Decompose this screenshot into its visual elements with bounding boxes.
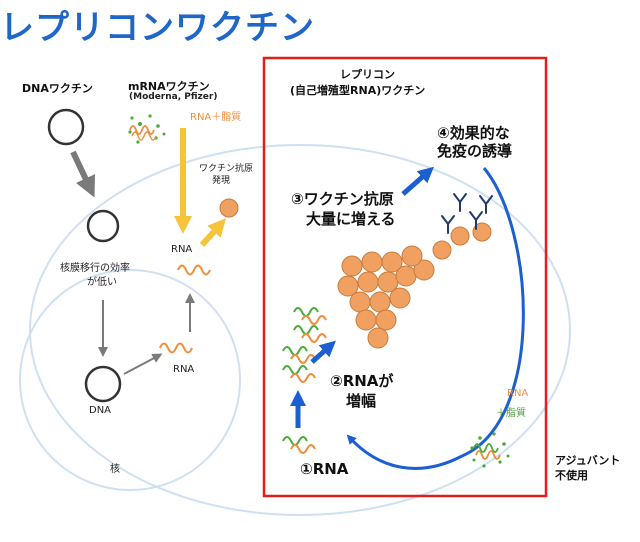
adjuvant-line1: アジュバント bbox=[555, 454, 621, 467]
replicon-rna-step1 bbox=[282, 436, 316, 454]
step3-line1: ③ワクチン抗原 bbox=[291, 190, 394, 208]
mrna-lnp-icon bbox=[128, 114, 166, 144]
dna-vaccine-label: DNAワクチン bbox=[22, 82, 93, 95]
replicon-lnp-icon bbox=[470, 432, 510, 468]
step2-line2: 増幅 bbox=[346, 392, 377, 410]
antigen-expression-line2: 発現 bbox=[212, 176, 231, 186]
nucleus-membrane bbox=[19, 269, 241, 491]
step4-line2: 免疫の誘導 bbox=[437, 142, 513, 160]
dna-entry-arrow bbox=[70, 150, 96, 198]
rna-label-lower: RNA bbox=[173, 364, 195, 375]
step3-line2: 大量に増える bbox=[306, 210, 396, 228]
mrna-translation-arrow bbox=[199, 218, 227, 248]
replicon-rna-amplified-2 bbox=[293, 307, 327, 343]
mrna-vaccine-makers: (Moderna, Pfizer) bbox=[129, 92, 218, 102]
nucleus-label: 核 bbox=[110, 464, 120, 475]
cell-membrane bbox=[29, 144, 571, 516]
rna-label-upper: RNA bbox=[171, 244, 193, 255]
replicon-rna-amplified-1 bbox=[282, 346, 316, 383]
mrna-antigen bbox=[219, 198, 239, 218]
transcription-arrow bbox=[123, 353, 163, 375]
step-arrow-3 bbox=[401, 166, 435, 196]
replicon-entry-arrow bbox=[461, 167, 525, 458]
replicon-title-line2: (自己増殖型RNA)ワクチン bbox=[290, 84, 426, 97]
dna-cytoplasm-circle bbox=[86, 209, 120, 243]
replicon-entry-arrow-tail bbox=[346, 434, 463, 470]
nuclear-transfer-line1: 核膜移行の効率 bbox=[60, 263, 130, 274]
antigen-expression-line1: ワクチン抗原 bbox=[199, 164, 254, 174]
page-title: レプリコンワクチン bbox=[0, 8, 315, 48]
mrna-rna-lipid-label: RNA＋脂質 bbox=[190, 112, 242, 123]
mrna-vaccine-label: mRNAワクチン bbox=[128, 80, 210, 93]
antigen-cluster bbox=[337, 222, 492, 349]
nuclear-transfer-line2: が低い bbox=[87, 277, 117, 288]
replicon-frame bbox=[262, 56, 548, 498]
rna-squiggle-lower bbox=[159, 342, 193, 354]
dna-label: DNA bbox=[89, 405, 112, 416]
dna-vaccine-circle bbox=[47, 108, 85, 146]
dna-nucleus-circle bbox=[84, 365, 122, 403]
rna-squiggle-upper bbox=[177, 264, 211, 276]
step4-line1: ④効果的な bbox=[437, 124, 510, 142]
step2-line1: ②RNAが bbox=[330, 372, 394, 390]
antibody-icons bbox=[441, 193, 493, 234]
replicon-rna-label: RNA bbox=[507, 388, 529, 399]
step-arrow-2 bbox=[310, 340, 336, 364]
replicon-lipid-label: ＋脂質 bbox=[496, 408, 526, 419]
step1-label: ①RNA bbox=[300, 460, 349, 478]
adjuvant-line2: 不使用 bbox=[555, 469, 588, 482]
replicon-title-line1: レプリコン bbox=[340, 68, 395, 81]
